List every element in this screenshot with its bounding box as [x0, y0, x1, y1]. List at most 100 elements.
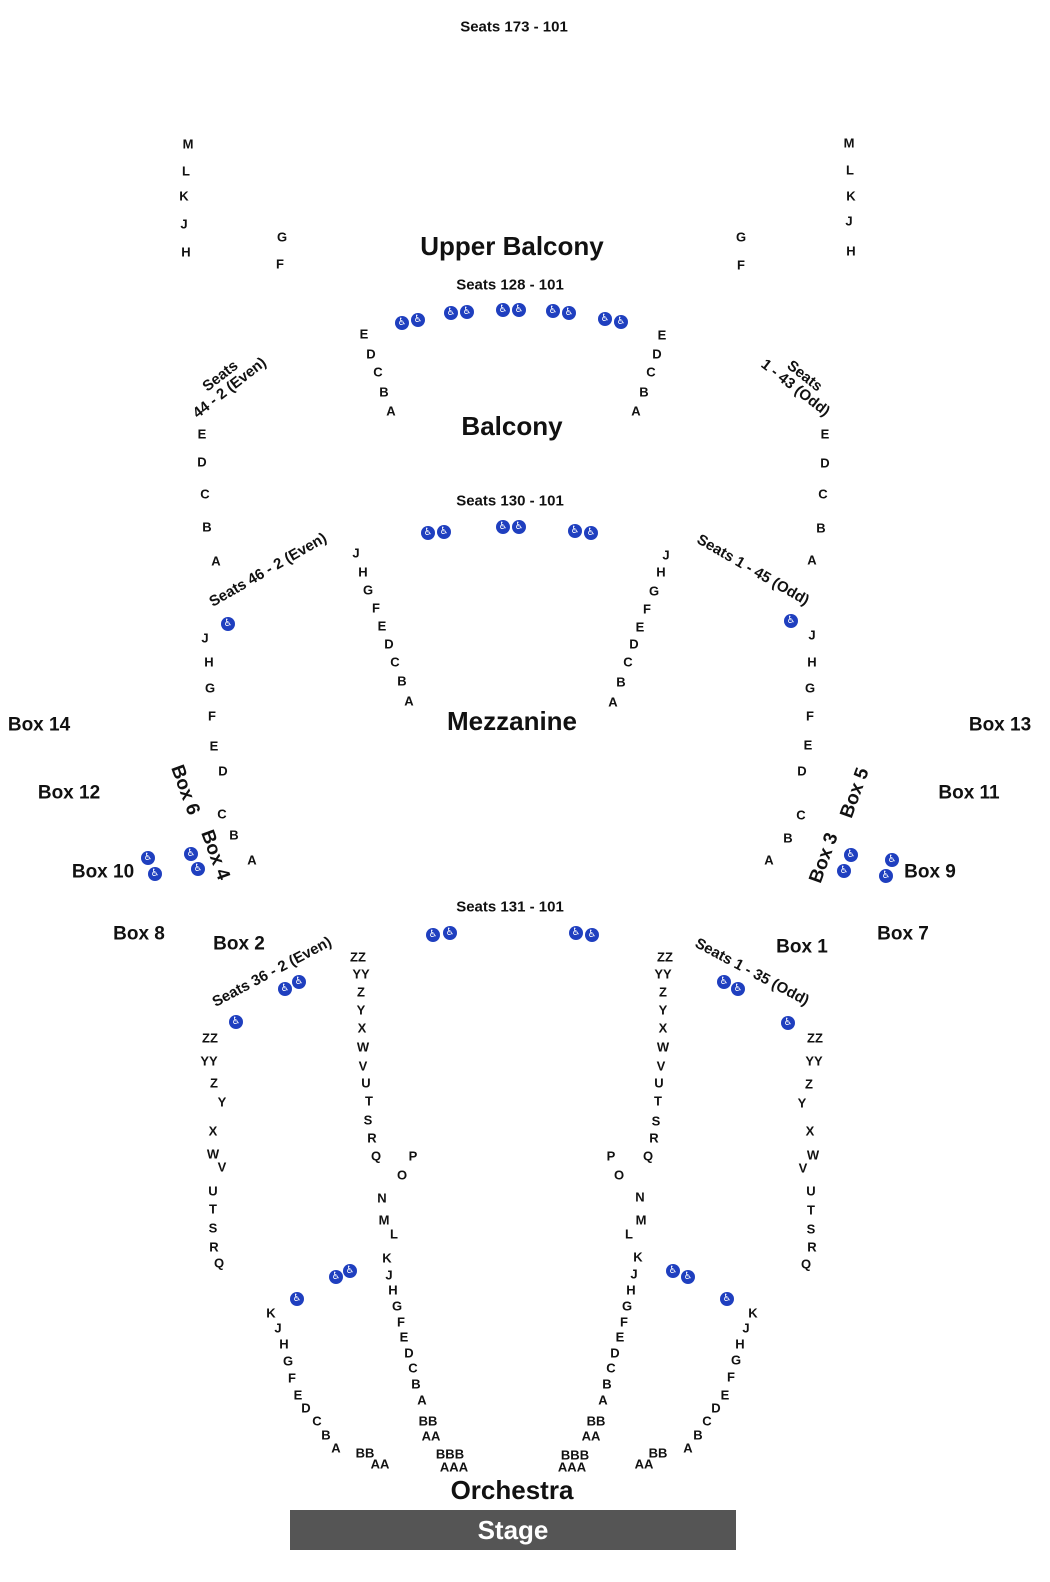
row-label-orch-right-rear[interactable]: Q — [800, 1256, 812, 1272]
row-label-orch-center-right[interactable]: AAA — [557, 1459, 587, 1475]
row-label-orch-center-right[interactable]: H — [626, 1282, 636, 1298]
row-label-orch-left-rear[interactable]: R — [209, 1239, 219, 1255]
row-label-orch-left-rear[interactable]: S — [208, 1220, 218, 1236]
row-label-orch-right-rear[interactable]: W — [806, 1147, 820, 1163]
box-7[interactable]: Box 7 — [877, 923, 929, 945]
row-label-mezz-right[interactable]: D — [797, 763, 807, 779]
row-label-ub-far-left[interactable]: L — [182, 163, 190, 179]
row-label-mezz-right[interactable]: C — [796, 807, 806, 823]
section-balcony[interactable]: Balcony — [461, 411, 563, 441]
row-label-orch-left-rear[interactable]: YY — [200, 1053, 218, 1069]
row-label-orch-center-right[interactable]: B — [602, 1376, 612, 1392]
box-1[interactable]: Box 1 — [776, 936, 828, 958]
box-2[interactable]: Box 2 — [213, 933, 265, 955]
row-label-mezz-right[interactable]: G — [804, 680, 816, 696]
box-11[interactable]: Box 11 — [938, 782, 1000, 804]
row-label-mezz-right[interactable]: E — [803, 737, 813, 753]
row-label-orch-center-left[interactable]: K — [382, 1250, 392, 1266]
row-label-orch-center-left[interactable]: T — [365, 1093, 373, 1109]
row-label-orch-left-rear[interactable]: Q — [213, 1255, 225, 1271]
row-label-orch-center-left[interactable]: BBB — [435, 1446, 465, 1462]
row-label-orch-left-rear[interactable]: Z — [210, 1075, 218, 1091]
row-label-orch-center-right[interactable]: R — [649, 1130, 659, 1146]
box-14[interactable]: Box 14 — [7, 714, 71, 736]
row-label-orch-center-left[interactable]: M — [378, 1212, 390, 1228]
row-label-mezz-center-left[interactable]: A — [404, 693, 414, 709]
row-label-orch-center-left[interactable]: N — [377, 1190, 387, 1206]
row-label-orch-center-left[interactable]: U — [361, 1075, 371, 1091]
box-10[interactable]: Box 10 — [71, 861, 135, 883]
row-label-ub-far-right[interactable]: J — [845, 213, 853, 229]
row-label-mezz-center-left[interactable]: G — [362, 582, 374, 598]
row-label-mezz-center-right[interactable]: C — [623, 654, 633, 670]
row-label-orch-right-front[interactable]: G — [730, 1352, 742, 1368]
row-label-orch-center-right[interactable]: A — [598, 1392, 608, 1408]
row-label-orch-center-left[interactable]: B — [411, 1376, 421, 1392]
box-9[interactable]: Box 9 — [904, 861, 956, 883]
row-label-orch-center-left[interactable]: H — [388, 1282, 398, 1298]
row-label-orch-right-rear[interactable]: X — [805, 1123, 815, 1139]
row-label-ub-right[interactable]: G — [735, 229, 747, 245]
row-label-orch-left-rear[interactable]: X — [208, 1123, 218, 1139]
row-label-ub-center-left[interactable]: A — [386, 403, 396, 419]
row-label-orch-center-right[interactable]: N — [635, 1189, 645, 1205]
row-label-ub-center-right[interactable]: B — [639, 384, 649, 400]
row-label-ub-center-left[interactable]: B — [379, 384, 389, 400]
row-label-orch-right-front[interactable]: BB — [648, 1445, 668, 1461]
row-label-orch-center-right[interactable]: W — [656, 1039, 670, 1055]
row-label-orch-center-right[interactable]: ZZ — [657, 949, 673, 965]
row-label-orch-center-right[interactable]: L — [625, 1226, 633, 1242]
row-label-mezz-left[interactable]: A — [247, 852, 257, 868]
row-label-mezz-center-right[interactable]: D — [629, 636, 639, 652]
row-label-orch-right-rear[interactable]: Y — [797, 1095, 807, 1111]
row-label-bal-left[interactable]: D — [197, 454, 207, 470]
row-label-orch-right-front[interactable]: H — [735, 1336, 745, 1352]
row-label-mezz-center-left[interactable]: F — [372, 600, 380, 616]
row-label-orch-center-left[interactable]: Q — [370, 1148, 382, 1164]
row-label-ub-center-right[interactable]: E — [657, 327, 667, 343]
row-label-ub-far-left[interactable]: M — [182, 136, 194, 152]
row-label-mezz-right[interactable]: F — [806, 708, 814, 724]
row-label-ub-far-left[interactable]: J — [180, 216, 188, 232]
row-label-orch-center-right[interactable]: Q — [642, 1148, 654, 1164]
row-label-orch-center-left[interactable]: Y — [356, 1002, 366, 1018]
row-label-orch-left-front[interactable]: E — [293, 1387, 303, 1403]
row-label-orch-center-right[interactable]: BB — [586, 1413, 606, 1429]
row-label-orch-center-right[interactable]: S — [651, 1113, 661, 1129]
row-label-orch-right-rear[interactable]: Z — [805, 1076, 813, 1092]
row-label-orch-center-left[interactable]: V — [358, 1058, 368, 1074]
row-label-orch-center-left[interactable]: G — [391, 1298, 403, 1314]
row-label-orch-center-right[interactable]: U — [654, 1075, 664, 1091]
row-label-orch-left-rear[interactable]: ZZ — [202, 1030, 218, 1046]
row-label-orch-center-right[interactable]: P — [606, 1148, 616, 1164]
row-label-orch-left-front[interactable]: A — [331, 1440, 341, 1456]
row-label-orch-center-left[interactable]: J — [385, 1267, 393, 1283]
row-label-ub-center-right[interactable]: C — [646, 364, 656, 380]
row-label-orch-center-right[interactable]: C — [606, 1360, 616, 1376]
row-label-mezz-center-left[interactable]: H — [358, 564, 368, 580]
row-label-orch-right-rear[interactable]: YY — [805, 1053, 823, 1069]
row-label-orch-left-rear[interactable]: U — [208, 1183, 218, 1199]
row-label-orch-right-front[interactable]: J — [742, 1320, 750, 1336]
row-label-mezz-center-right[interactable]: F — [643, 601, 651, 617]
row-label-bal-right[interactable]: D — [820, 455, 830, 471]
row-label-ub-left[interactable]: G — [276, 229, 288, 245]
row-label-mezz-center-right[interactable]: E — [635, 619, 645, 635]
row-label-ub-center-right[interactable]: D — [652, 346, 662, 362]
row-label-orch-center-left[interactable]: P — [408, 1148, 418, 1164]
row-label-orch-left-front[interactable]: D — [301, 1400, 311, 1416]
row-label-mezz-right[interactable]: A — [764, 852, 774, 868]
row-label-bal-left[interactable]: B — [202, 519, 212, 535]
row-label-orch-center-left[interactable]: D — [404, 1345, 414, 1361]
row-label-ub-far-left[interactable]: H — [181, 244, 191, 260]
row-label-orch-center-left[interactable]: C — [408, 1360, 418, 1376]
row-label-mezz-center-left[interactable]: E — [377, 618, 387, 634]
row-label-orch-center-left[interactable]: BB — [418, 1413, 438, 1429]
row-label-ub-far-right[interactable]: K — [846, 188, 856, 204]
row-label-orch-center-right[interactable]: V — [656, 1058, 666, 1074]
row-label-mezz-left[interactable]: E — [209, 738, 219, 754]
row-label-mezz-left[interactable]: G — [204, 680, 216, 696]
row-label-mezz-center-left[interactable]: J — [352, 545, 360, 561]
row-label-mezz-left[interactable]: D — [218, 763, 228, 779]
row-label-ub-right[interactable]: F — [737, 257, 745, 273]
